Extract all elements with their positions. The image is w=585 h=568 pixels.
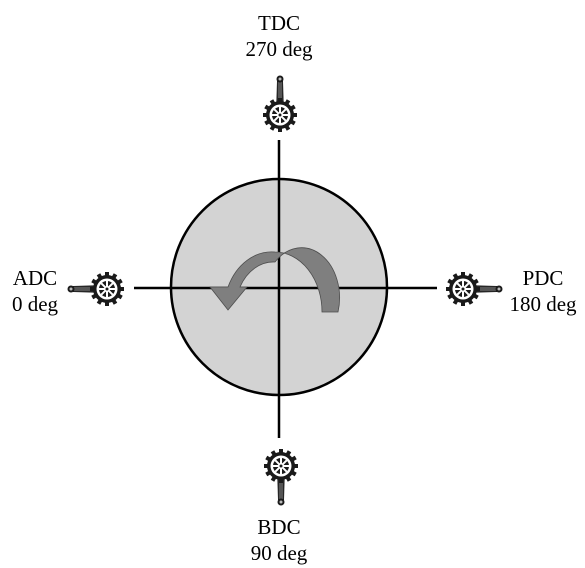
label-right-name: PDC xyxy=(522,266,564,290)
label-right-angle: 180 deg xyxy=(509,292,577,316)
label-right: PDC 180 deg xyxy=(497,265,585,317)
crank-bottom-icon xyxy=(263,448,299,506)
crank-left-icon xyxy=(67,271,125,307)
label-top: TDC 270 deg xyxy=(229,10,329,62)
label-top-name: TDC xyxy=(258,11,300,35)
label-bottom-angle: 90 deg xyxy=(250,541,308,565)
label-bottom: BDC 90 deg xyxy=(229,514,329,566)
curved-arrow-icon xyxy=(209,247,340,313)
label-bottom-name: BDC xyxy=(257,515,301,539)
crank-top-icon xyxy=(262,75,298,133)
label-left: ADC 0 deg xyxy=(0,265,80,317)
label-left-name: ADC xyxy=(12,266,58,290)
label-top-angle: 270 deg xyxy=(245,37,313,61)
label-left-angle: 0 deg xyxy=(11,292,59,316)
crank-right-icon xyxy=(445,271,503,307)
